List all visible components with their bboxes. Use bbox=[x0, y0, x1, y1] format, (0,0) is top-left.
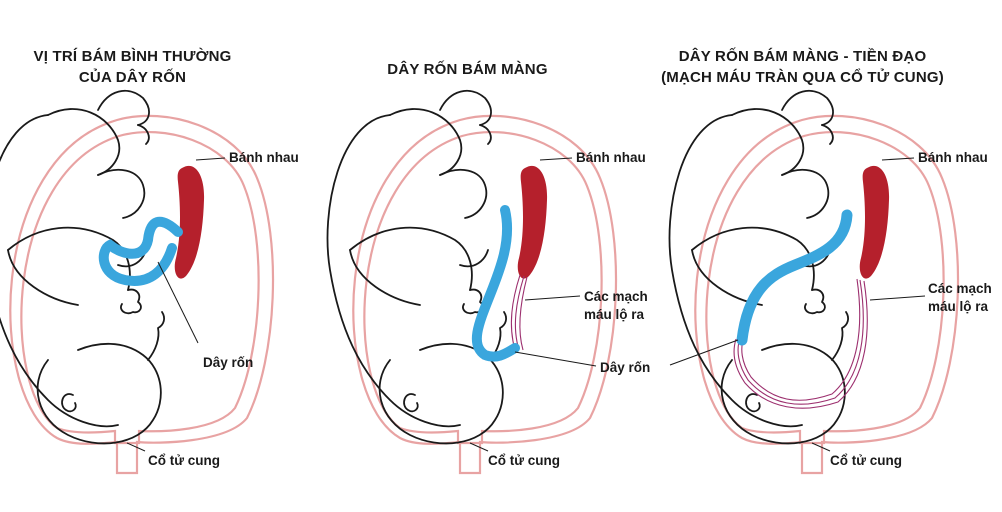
placenta-shape bbox=[859, 165, 890, 279]
panel-2-title-line-1: DÂY RỐN BÁM MÀNG bbox=[387, 61, 548, 78]
pointer-line bbox=[539, 157, 573, 161]
placenta-label: Bánh nhau bbox=[576, 150, 646, 165]
exposed-vessels-label-line-1: Các mạch bbox=[584, 289, 648, 304]
umbilical-cord-label: Dây rốn bbox=[600, 360, 651, 375]
panel-1-illustration bbox=[0, 89, 275, 475]
panel-2-illustration bbox=[326, 89, 618, 475]
pointer-line bbox=[469, 442, 489, 452]
umbilical-cord bbox=[98, 216, 183, 286]
umbilical-cord bbox=[736, 209, 853, 346]
uterus-outline bbox=[694, 114, 960, 475]
exposed-vessels-label-line-2: máu lộ ra bbox=[928, 299, 989, 314]
cervix-label: Cổ tử cung bbox=[488, 453, 561, 468]
exposed-vessels-label-line-1: Các mạch bbox=[928, 281, 992, 296]
exposed-vessels-label-line-2: máu lộ ra bbox=[584, 307, 645, 322]
umbilical-cord-label: Dây rốn bbox=[203, 355, 254, 370]
pointer-line bbox=[881, 157, 915, 161]
exposed-vessels bbox=[510, 274, 528, 351]
panel-1-title-line-2: CỦA DÂY RỐN bbox=[78, 69, 187, 86]
panel-3-title: DÂY RỐN BÁM MÀNG - TIỀN ĐẠO (MẠCH MÁU TR… bbox=[630, 46, 975, 88]
panel-2-title: DÂY RỐN BÁM MÀNG bbox=[355, 59, 580, 80]
panel-1-title-line-1: VỊ TRÍ BÁM BÌNH THƯỜNG bbox=[33, 48, 232, 65]
pointer-line bbox=[157, 261, 199, 344]
panel-1-title: VỊ TRÍ BÁM BÌNH THƯỜNG CỦA DÂY RỐN bbox=[0, 46, 265, 88]
panel-3-title-line-1: DÂY RỐN BÁM MÀNG - TIỀN ĐẠO bbox=[678, 48, 927, 65]
pointer-line bbox=[126, 442, 146, 452]
pointer-line bbox=[524, 295, 581, 301]
uterus-outline bbox=[352, 114, 618, 475]
panel-3-illustration bbox=[668, 89, 960, 475]
placenta-label: Bánh nhau bbox=[229, 150, 299, 165]
exposed-vessels-label: Các mạch máu lộ ra bbox=[584, 288, 648, 324]
exposed-vessels bbox=[733, 278, 868, 409]
pointer-line bbox=[514, 351, 597, 367]
cervix-label: Cổ tử cung bbox=[830, 453, 903, 468]
panel-3-title-line-2: (MẠCH MÁU TRÀN QUA CỔ TỬ CUNG) bbox=[661, 69, 944, 86]
pointer-line bbox=[869, 295, 926, 301]
placenta-shape bbox=[174, 165, 205, 279]
placenta-shape bbox=[517, 165, 548, 279]
cervix-label: Cổ tử cung bbox=[148, 453, 221, 468]
pointer-line bbox=[195, 157, 226, 161]
pointer-line bbox=[811, 442, 831, 452]
placenta-label: Bánh nhau bbox=[918, 150, 988, 165]
uterus-outline bbox=[9, 114, 275, 475]
pointer-line bbox=[669, 339, 739, 366]
umbilical-cord bbox=[471, 205, 520, 362]
exposed-vessels-label: Các mạch máu lộ ra bbox=[928, 280, 992, 316]
